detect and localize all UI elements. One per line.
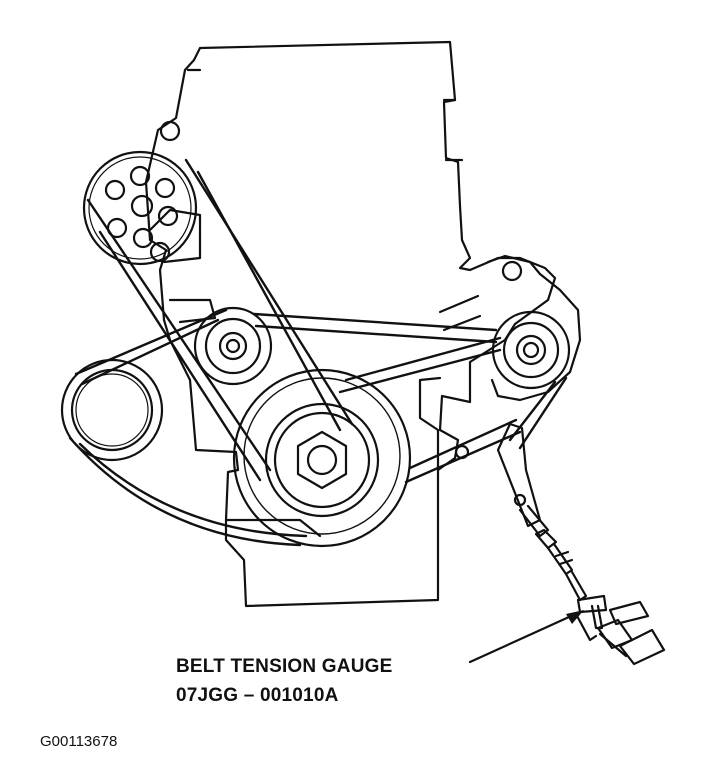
idler-pulley — [193, 306, 273, 386]
bracket — [438, 294, 482, 332]
bracket — [148, 208, 202, 264]
power-steering-pulley — [82, 150, 198, 266]
callout-leader — [468, 610, 582, 664]
bracket — [168, 298, 217, 324]
figure-id: G00113678 — [40, 733, 118, 750]
belt-tension-gauge — [496, 422, 666, 666]
drive-belt — [68, 158, 568, 547]
engine-seam — [418, 376, 442, 472]
callout-arrowhead — [566, 610, 584, 624]
callout-label-line1: BELT TENSION GAUGE — [176, 656, 393, 677]
callout-label-line2: 07JGG – 001010A — [176, 685, 339, 706]
mount-bolt — [501, 260, 523, 282]
mount-bolt — [159, 120, 181, 142]
crank-bolt-icon — [296, 430, 348, 490]
alternator-pulley — [491, 310, 571, 390]
alternator-bracket — [486, 254, 582, 402]
engine-seam — [186, 68, 464, 162]
engine-block-outline — [144, 40, 557, 608]
